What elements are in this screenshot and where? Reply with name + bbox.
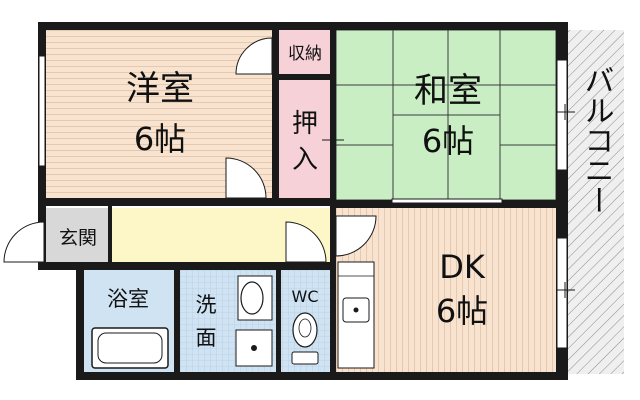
senmen-label-2: 面 bbox=[196, 326, 217, 350]
washbasin bbox=[237, 275, 273, 321]
youshitsu-name: 洋室 bbox=[126, 69, 194, 109]
oshiire-fill bbox=[278, 80, 330, 198]
youshitsu-door bbox=[225, 157, 267, 199]
entrance-door bbox=[3, 221, 45, 263]
toilet bbox=[291, 312, 319, 365]
bathtub bbox=[91, 327, 169, 369]
dk-door bbox=[335, 215, 377, 257]
shuno-fill bbox=[278, 30, 330, 74]
kitchen bbox=[337, 261, 375, 369]
wc-label: WC bbox=[292, 287, 319, 306]
shuno-door bbox=[235, 37, 273, 75]
genkan-fill bbox=[44, 208, 110, 264]
shuno-label: 収納 bbox=[288, 44, 322, 64]
window-marks bbox=[322, 104, 575, 298]
youshitsu-size: 6帖 bbox=[134, 120, 186, 158]
genkan-label: 玄関 bbox=[59, 227, 97, 249]
oshiire-label-2: 入 bbox=[292, 145, 318, 175]
washitsu-size: 6帖 bbox=[422, 122, 474, 160]
windows bbox=[38, 55, 568, 349]
dk-name: DK bbox=[439, 248, 486, 286]
yokushitsu-label: 浴室 bbox=[107, 287, 149, 311]
washitsu-name: 和室 bbox=[414, 71, 482, 111]
hall-door bbox=[285, 221, 327, 263]
balcony-label: バルコニー bbox=[579, 65, 614, 215]
doors bbox=[3, 37, 377, 263]
washer-pan bbox=[235, 329, 273, 367]
oshiire-label-1: 押 bbox=[292, 109, 318, 139]
senmen-label-1: 洗 bbox=[196, 293, 217, 317]
dk-size: 6帖 bbox=[436, 292, 488, 330]
balcony-fill bbox=[568, 30, 624, 374]
